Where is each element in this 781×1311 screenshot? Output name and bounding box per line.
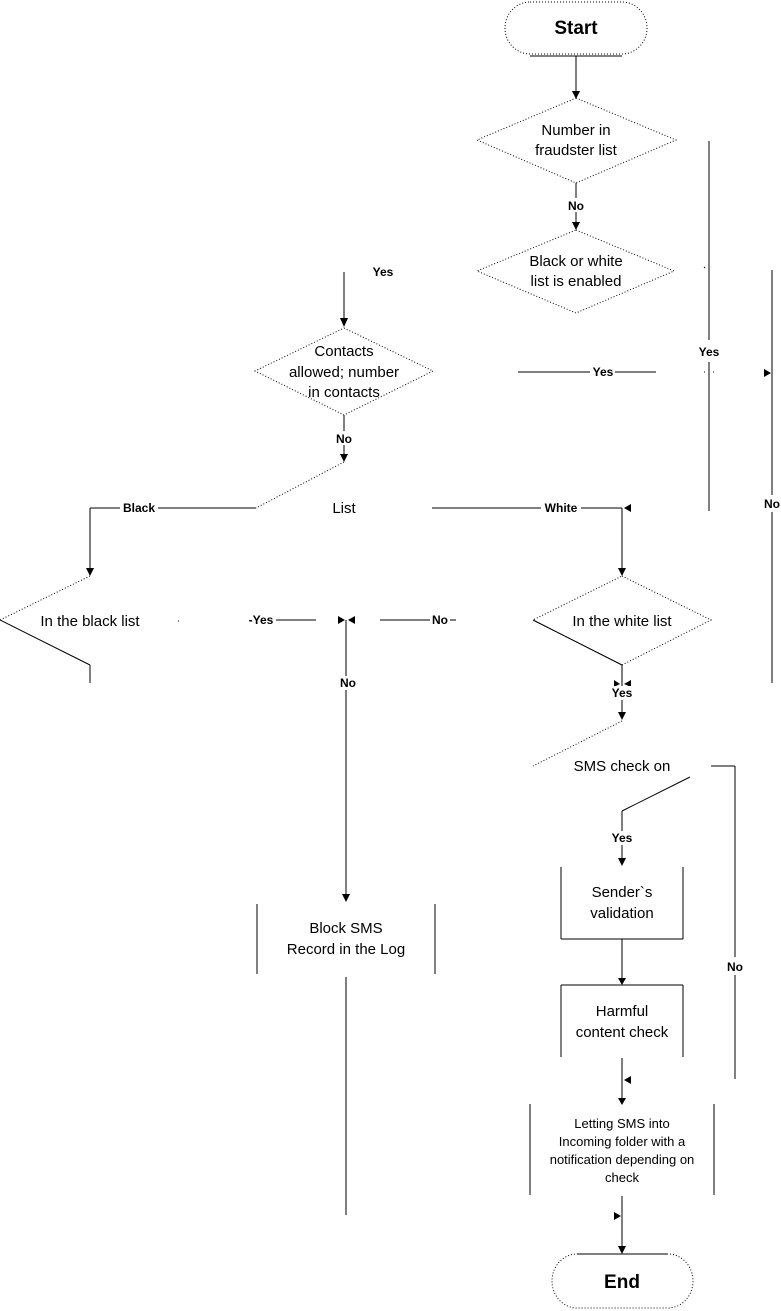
letting-sms-process: Letting SMS into Incoming folder with a …: [529, 1104, 715, 1195]
harmful-line-2: content check: [576, 1024, 669, 1041]
white-list-decision: In the white list: [531, 575, 713, 666]
edge-contacts-no: No: [332, 415, 356, 462]
white-list-label: In the white list: [572, 613, 672, 630]
sms-no-label: No: [727, 960, 743, 974]
sms-check-label: SMS check on: [574, 758, 671, 775]
letting-line-4: check: [605, 1170, 639, 1185]
sender-line-2: validation: [590, 905, 653, 922]
edge-black-yes: -Yes: [249, 613, 345, 627]
contacts-no-label: No: [336, 432, 352, 446]
black-list-decision: In the black list: [0, 575, 179, 683]
list-white-label: White: [545, 501, 578, 515]
edge-harmful-letting: [618, 1058, 631, 1105]
black-yes-label: -Yes: [249, 613, 274, 627]
edge-letting-end: [614, 1196, 626, 1254]
sms-check-decision: SMS check on: [532, 720, 691, 812]
letting-line-1: Letting SMS into: [574, 1116, 669, 1131]
edge-bw-yes: Yes: [340, 265, 394, 327]
white-yes-label: Yes: [612, 686, 633, 700]
harmful-line-1: Harmful: [596, 1003, 649, 1020]
bw-no-label: No: [764, 497, 780, 511]
edge-white-yes: Yes: [608, 665, 636, 720]
list-label: List: [332, 500, 356, 517]
harmful-check-process: Harmful content check: [560, 984, 684, 1057]
sender-line-1: Sender`s: [592, 884, 653, 901]
bw-line-1: Black or white: [529, 253, 622, 270]
contacts-line-2: allowed; number: [289, 364, 399, 381]
letting-line-2: Incoming folder with a: [559, 1134, 686, 1149]
edge-start-fraudster: [572, 56, 580, 99]
contacts-decision: Contacts allowed; number in contacts: [253, 327, 435, 416]
fraudster-no-label: No: [568, 199, 584, 213]
edge-fraudster-yes: Yes: [699, 141, 720, 511]
contacts-line-3: in contacts: [308, 384, 380, 401]
sender-validation-process: Sender`s validation: [560, 867, 684, 940]
block-sms-line-1: Block SMS: [309, 920, 382, 937]
sms-yes-label: Yes: [612, 831, 633, 845]
contacts-line-1: Contacts: [314, 343, 373, 360]
edge-sender-harmful: [618, 939, 626, 985]
contacts-yes-label: Yes: [593, 365, 614, 379]
black-list-label: In the black list: [40, 613, 140, 630]
black-no-label: No: [340, 676, 356, 690]
edge-white-no: No: [348, 613, 456, 627]
fraudster-line-1: Number in: [541, 122, 610, 139]
list-black-label: Black: [123, 501, 155, 515]
bw-yes-label: Yes: [373, 265, 394, 279]
edge-black-no: No: [337, 620, 359, 902]
edge-sms-yes: Yes: [608, 811, 636, 866]
letting-line-3: notification depending on: [550, 1152, 695, 1167]
start-node: Start: [504, 1, 648, 57]
edge-contacts-yes: Yes: [518, 365, 656, 379]
bw-line-2: list is enabled: [531, 273, 622, 290]
edge-bw-no: No: [764, 270, 780, 683]
block-sms-line-2: Record in the Log: [287, 941, 405, 958]
bw-enabled-decision: Black or white list is enabled: [475, 229, 676, 314]
end-label: End: [604, 1272, 640, 1293]
list-decision: List: [255, 461, 357, 517]
block-sms-process: Block SMS Record in the Log: [256, 904, 436, 1215]
end-node: End: [551, 1253, 694, 1309]
fraudster-decision: Number in fraudster list: [475, 97, 678, 184]
start-label: Start: [554, 18, 598, 39]
edge-sms-no: No: [711, 765, 743, 1079]
edge-fraudster-no: No: [564, 183, 588, 230]
edge-list-white: White: [432, 501, 631, 576]
edge-list-black: Black: [86, 501, 256, 576]
fraudster-line-2: fraudster list: [535, 142, 618, 159]
white-no-label: No: [432, 613, 448, 627]
fraudster-yes-label: Yes: [699, 345, 720, 359]
